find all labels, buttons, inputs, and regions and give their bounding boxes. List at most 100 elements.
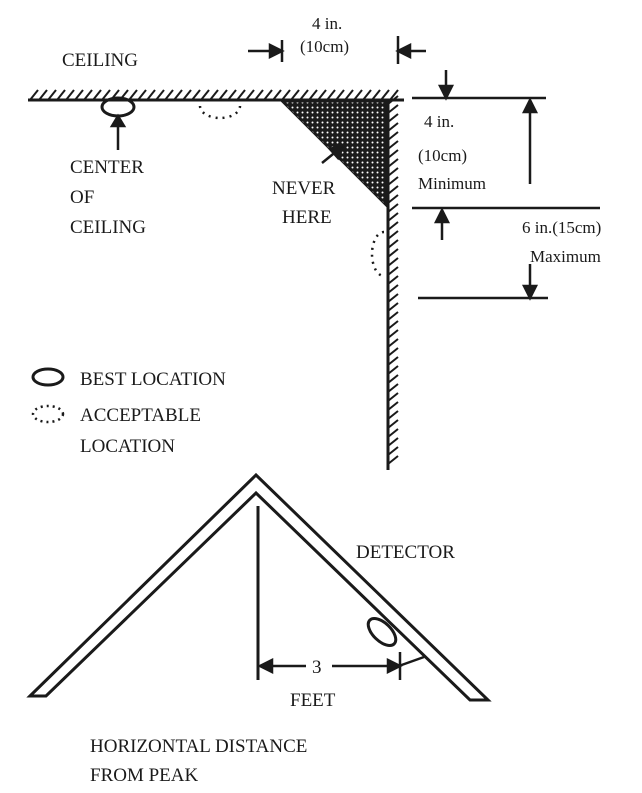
ceiling-hatch-mark <box>353 89 363 101</box>
side-max-maximum: Maximum <box>530 247 601 266</box>
wall-hatch-mark <box>387 320 399 330</box>
wall-hatch-mark <box>387 383 399 393</box>
ceiling-hatch-mark <box>308 89 318 101</box>
wall-hatch-mark <box>387 347 399 357</box>
wall-hatch-mark <box>387 167 399 177</box>
ceiling-hatch-mark <box>191 89 201 101</box>
wall-hatch-mark <box>387 122 399 132</box>
ceiling-hatch-mark <box>218 89 228 101</box>
side-min-dimension-label: 4 in. (10cm) Minimum <box>418 112 486 193</box>
legend-best-icon <box>31 367 65 387</box>
side-min-dimension-arrows <box>412 70 600 240</box>
wall-hatch-mark <box>387 104 399 114</box>
wall-hatch-mark <box>387 95 399 105</box>
side-min-value: 4 in. <box>424 112 454 131</box>
of-label: OF <box>70 187 94 208</box>
wall-hatch-mark <box>387 401 399 411</box>
legend-acceptable-icon <box>31 404 65 424</box>
wall-hatch-mark <box>387 428 399 438</box>
wall-hatch-mark <box>387 374 399 384</box>
ceiling-hatch-mark <box>380 89 390 101</box>
ceiling-hatch-mark <box>362 89 372 101</box>
wall-hatch-mark <box>387 446 399 456</box>
center-label: CENTER <box>70 157 144 178</box>
wall-hatch-mark <box>387 140 399 150</box>
top-dimension-arrows <box>248 36 426 64</box>
side-max-value: 6 in.(15cm) <box>522 218 601 237</box>
ceiling-hatch-mark <box>200 89 210 101</box>
ceiling-hatch-mark <box>146 89 156 101</box>
wall-hatch-mark <box>387 392 399 402</box>
ceiling-hatch-mark <box>299 89 309 101</box>
ceiling-hatch-mark <box>290 89 300 101</box>
ceiling-hatch-mark <box>317 89 327 101</box>
legend: BEST LOCATION ACCEPTABLE LOCATION <box>31 367 226 457</box>
peak-distance-value: 3 <box>312 657 322 678</box>
never-label: NEVER <box>272 178 336 199</box>
ceiling <box>28 89 404 102</box>
top-dim-metric: (10cm) <box>300 37 349 56</box>
legend-acceptable-line2: LOCATION <box>80 436 175 457</box>
never-here-label: NEVER HERE <box>272 178 340 228</box>
wall-hatch-mark <box>387 356 399 366</box>
peaked-ceiling <box>26 472 492 702</box>
ceiling-hatch-mark <box>101 89 111 101</box>
wall-hatch-mark <box>387 338 399 348</box>
ceiling-hatch-mark <box>92 89 102 101</box>
wall-hatch-mark <box>387 266 399 276</box>
ceiling-hatch-mark <box>281 89 291 101</box>
ceiling-hatch-mark <box>155 89 165 101</box>
ceiling-hatch-mark <box>209 89 219 101</box>
side-max-dimension-arrows <box>412 96 548 301</box>
detector-label: DETECTOR <box>356 542 455 563</box>
wall <box>386 95 399 470</box>
wall-hatch-mark <box>387 275 399 285</box>
wall-hatch-mark <box>387 203 399 213</box>
wall-hatch-mark <box>387 131 399 141</box>
wall-hatch-mark <box>387 230 399 240</box>
wall-hatch-mark <box>387 212 399 222</box>
ceiling-hatch-mark <box>272 89 282 101</box>
wall-hatch-mark <box>387 149 399 159</box>
wall-hatch-mark <box>387 455 399 465</box>
ceiling-hatch-mark <box>326 89 336 101</box>
legend-acceptable-label: ACCEPTABLE LOCATION <box>80 405 206 457</box>
wall-hatch-mark <box>387 311 399 321</box>
wall-hatch-mark <box>387 437 399 447</box>
ceiling-hatch-mark <box>254 89 264 101</box>
wall-hatch-mark <box>387 221 399 231</box>
ceiling-hatch-mark <box>29 89 39 101</box>
wall-hatch-mark <box>387 113 399 123</box>
horizontal-distance-caption: HORIZONTAL DISTANCE FROM PEAK <box>90 736 312 786</box>
ceiling-hatch-mark <box>137 89 147 101</box>
wall-hatch-mark <box>387 239 399 249</box>
wall-hatch-mark <box>387 176 399 186</box>
ceiling-hatch-mark <box>371 89 381 101</box>
peak-distance-arrows <box>257 652 425 680</box>
center-ceiling-arrow <box>109 113 127 150</box>
acceptable-location-wall <box>370 230 385 278</box>
wall-hatch-mark <box>387 302 399 312</box>
wall-hatch-mark <box>387 284 399 294</box>
ceiling-hatch-mark <box>182 89 192 101</box>
legend-acceptable-line1: ACCEPTABLE <box>80 405 201 426</box>
top-dimension-label: 4 in. (10cm) <box>300 14 349 56</box>
wall-hatch-mark <box>387 365 399 375</box>
ceiling-hatch-mark <box>263 89 273 101</box>
here-label: HERE <box>282 207 332 228</box>
never-here-arrow <box>321 143 347 164</box>
side-min-minimum: Minimum <box>418 174 486 193</box>
ceiling-hatch-mark <box>47 89 57 101</box>
roof-outline <box>26 472 492 702</box>
ceiling-hatch-mark <box>173 89 183 101</box>
side-min-metric: (10cm) <box>418 146 467 165</box>
ceiling-hatch-mark <box>56 89 66 101</box>
peak-distance-label: 3 FEET <box>290 657 336 711</box>
wall-hatch-mark <box>387 293 399 303</box>
roof-detector <box>366 617 398 647</box>
wall-hatch-mark <box>387 410 399 420</box>
ceiling-sub-label: CEILING <box>70 217 146 238</box>
ceiling-hatch-mark <box>38 89 48 101</box>
caption-line2: FROM PEAK <box>90 765 198 786</box>
